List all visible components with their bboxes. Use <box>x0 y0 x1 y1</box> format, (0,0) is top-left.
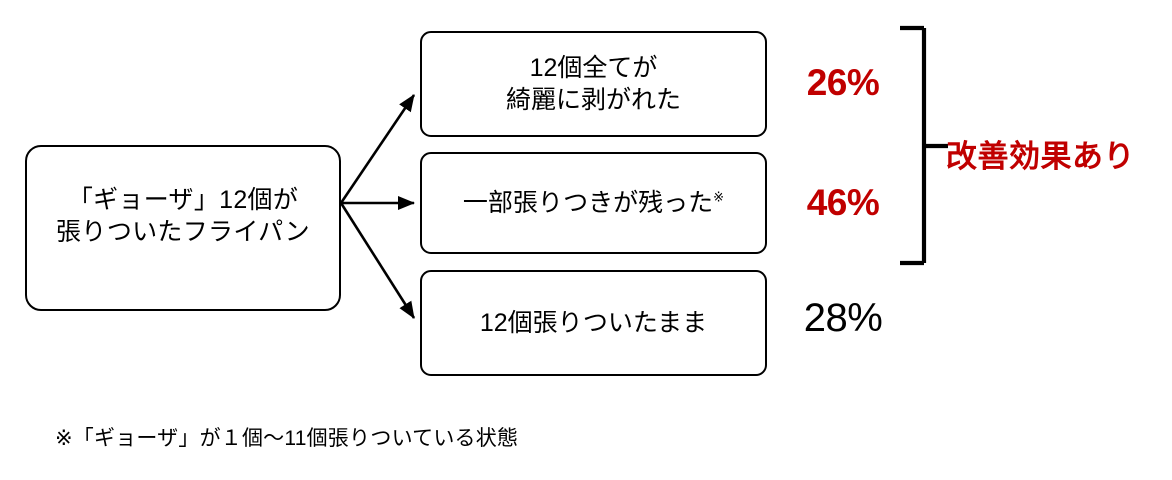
result-node-1-text: 一部張りつきが残った※ <box>463 187 724 219</box>
source-node-line-1: 「ギョーザ」12個が <box>67 186 299 214</box>
source-node: 「ギョーザ」12個が 張りついたフライパン <box>25 145 341 311</box>
footnote-text: ※「ギョーザ」が１個〜11個張りついている状態 <box>55 427 519 450</box>
arrow-to-result-0 <box>339 94 416 204</box>
summary-label: 改善効果あり <box>946 139 1135 174</box>
percent-label-all-peeled: 26% <box>806 62 880 103</box>
result-node-2-line-1: 12個張りついたまま <box>479 309 708 337</box>
percent-label-all-stuck: 28% <box>803 296 883 340</box>
result-node-0-line-1: 12個全てが <box>529 54 658 82</box>
result-node-1-line-1: 一部張りつきが残った <box>462 189 714 217</box>
percent-label-partial-stuck: 46% <box>806 182 880 223</box>
result-node-0-text: 12個全てが 綺麗に剥がれた <box>506 52 681 116</box>
result-node-all-peeled: 12個全てが 綺麗に剥がれた <box>420 31 767 137</box>
result-node-2-text: 12個張りついたまま <box>480 307 707 339</box>
reference-mark-icon: ※ <box>713 189 725 205</box>
grouping-brace-icon <box>900 25 948 266</box>
result-node-all-stuck: 12個張りついたまま <box>420 270 767 376</box>
source-node-text: 「ギョーザ」12個が 張りついたフライパン <box>56 184 310 272</box>
result-node-partial-stuck: 一部張りつきが残った※ <box>420 152 767 254</box>
arrow-to-result-2 <box>339 202 416 319</box>
source-node-line-2: 張りついたフライパン <box>55 218 310 246</box>
result-node-0-line-2: 綺麗に剥がれた <box>505 86 681 114</box>
